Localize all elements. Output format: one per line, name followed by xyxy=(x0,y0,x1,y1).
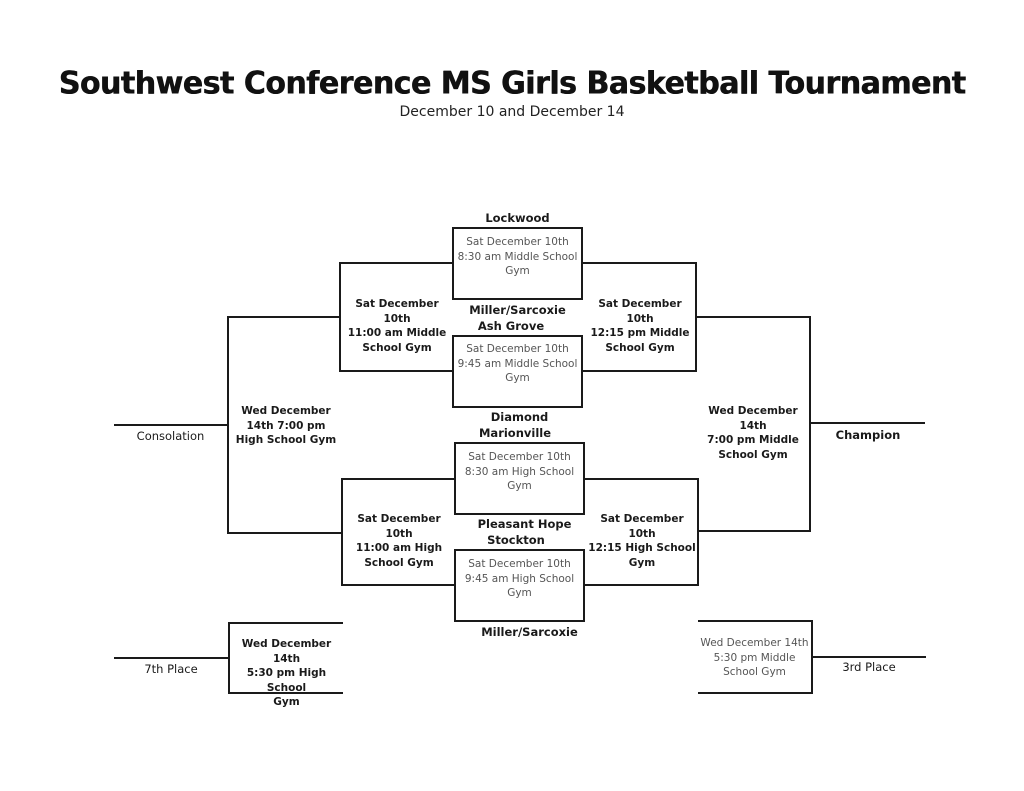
r2-right-bottom-bottom-line xyxy=(585,584,699,586)
consolation-output-line xyxy=(114,424,229,426)
r1-game-4-box xyxy=(454,549,585,622)
seventh-vertical xyxy=(228,622,230,694)
team-miller-sarcoxie-1: Miller/Sarcoxie xyxy=(469,303,566,317)
third-place-label: 3rd Place xyxy=(842,660,896,674)
seventh-output-line xyxy=(114,657,229,659)
seventh-top-line xyxy=(228,622,343,624)
championship-bottom-line xyxy=(697,530,811,532)
r2-right-bottom-info: Sat December 10th 12:15 High School Gym xyxy=(588,513,696,569)
r1-game-1-info: Sat December 10th 8:30 am Middle School … xyxy=(457,236,578,277)
third-output-line xyxy=(812,656,926,658)
third-game-info: Wed December 14th 5:30 pm Middle School … xyxy=(700,637,809,678)
r2-left-bottom-bottom-line xyxy=(341,584,455,586)
third-bottom-line xyxy=(698,692,813,694)
team-ash-grove: Ash Grove xyxy=(477,319,545,333)
consolation-bottom-line xyxy=(227,532,343,534)
championship-top-line xyxy=(695,316,811,318)
r1-game-2-box xyxy=(452,335,583,408)
r2-right-top-top-line xyxy=(583,262,697,264)
team-diamond: Diamond xyxy=(490,410,549,424)
seventh-bottom-line xyxy=(228,692,343,694)
consolation-top-line xyxy=(227,316,341,318)
r2-left-top-bottom-line xyxy=(339,370,453,372)
champion-label: Champion xyxy=(835,428,901,442)
team-stockton: Stockton xyxy=(487,533,545,547)
r1-game-2-info: Sat December 10th 9:45 am Middle School … xyxy=(457,343,578,384)
r2-left-top-top-line xyxy=(339,262,453,264)
team-lockwood: Lockwood xyxy=(485,211,550,225)
page-title: Southwest Conference MS Girls Basketball… xyxy=(58,65,966,102)
team-marionville: Marionville xyxy=(478,426,552,440)
r2-right-top-info: Sat December 10th 12:15 pm Middle School… xyxy=(590,298,690,354)
r2-right-top-bottom-line xyxy=(583,370,697,372)
r1-game-4-info: Sat December 10th 9:45 am High School Gy… xyxy=(464,558,575,599)
consolation-label: Consolation xyxy=(136,429,205,443)
champion-output-line xyxy=(811,422,925,424)
r2-right-bottom-vertical xyxy=(697,478,699,586)
r2-right-bottom-top-line xyxy=(585,478,699,480)
championship-vertical xyxy=(809,316,811,532)
consolation-final-info: Wed December 14th 7:00 pm High School Gy… xyxy=(235,405,337,446)
r2-left-bottom-top-line xyxy=(341,478,455,480)
championship-final-info: Wed December 14th 7:00 pm Middle School … xyxy=(707,405,799,461)
team-pleasant-hope: Pleasant Hope xyxy=(477,517,572,531)
seventh-place-label: 7th Place xyxy=(144,662,198,676)
r2-left-bottom-info: Sat December 10th 11:00 am High School G… xyxy=(355,513,443,569)
r1-game-3-info: Sat December 10th 8:30 am High School Gy… xyxy=(464,451,575,492)
r1-game-3-box xyxy=(454,442,585,515)
team-miller-sarcoxie-2: Miller/Sarcoxie xyxy=(481,625,578,639)
page-subtitle: December 10 and December 14 xyxy=(399,104,625,120)
r2-left-top-info: Sat December 10th 11:00 am Middle School… xyxy=(347,298,447,354)
third-top-line xyxy=(698,620,813,622)
seventh-game-info: Wed December 14th 5:30 pm High School Gy… xyxy=(241,638,332,708)
r1-game-1-box xyxy=(452,227,583,300)
